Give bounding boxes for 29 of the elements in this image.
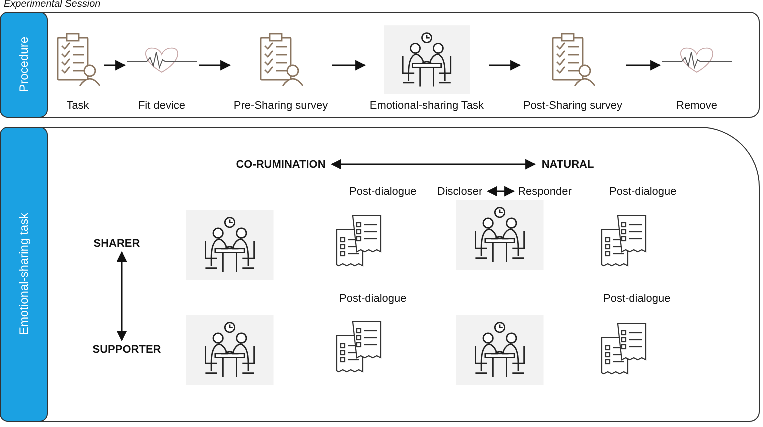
step-label: Emotional-sharing Task	[370, 100, 484, 112]
axis-label: SHARER	[91, 236, 143, 252]
arrow	[626, 60, 662, 71]
double-arrow	[486, 186, 516, 197]
step-label: Fit device	[138, 100, 186, 112]
role-label: Responder	[515, 184, 575, 200]
side-tab-label: Procedure	[0, 12, 48, 118]
axis-label: CO-RUMINATION	[231, 156, 331, 172]
diagram-title: Experimental Session	[4, 0, 101, 10]
post-dialogue-label: Post-dialogue	[604, 292, 671, 306]
step-label: Remove	[676, 100, 718, 112]
section-panel	[0, 127, 760, 422]
step-label: Task	[66, 100, 90, 112]
arrow	[332, 60, 366, 71]
axis-label: NATURAL	[536, 156, 600, 172]
step-label: Pre-Sharing survey	[234, 100, 328, 112]
section-panel	[0, 12, 760, 118]
post-dialogue-label: Post-dialogue	[350, 184, 417, 200]
arrow	[489, 60, 522, 71]
post-dialogue-label: Post-dialogue	[340, 292, 407, 306]
step-label: Post-Sharing survey	[523, 100, 623, 112]
arrow	[104, 60, 126, 71]
axis-label: SUPPORTER	[91, 342, 163, 358]
arrow	[199, 60, 232, 71]
side-tab-label: Emotional-sharing task	[0, 127, 48, 422]
post-dialogue-label: Post-dialogue	[610, 184, 677, 200]
role-label: Discloser	[433, 184, 487, 200]
double-arrow	[116, 251, 128, 342]
double-arrow	[330, 159, 536, 170]
